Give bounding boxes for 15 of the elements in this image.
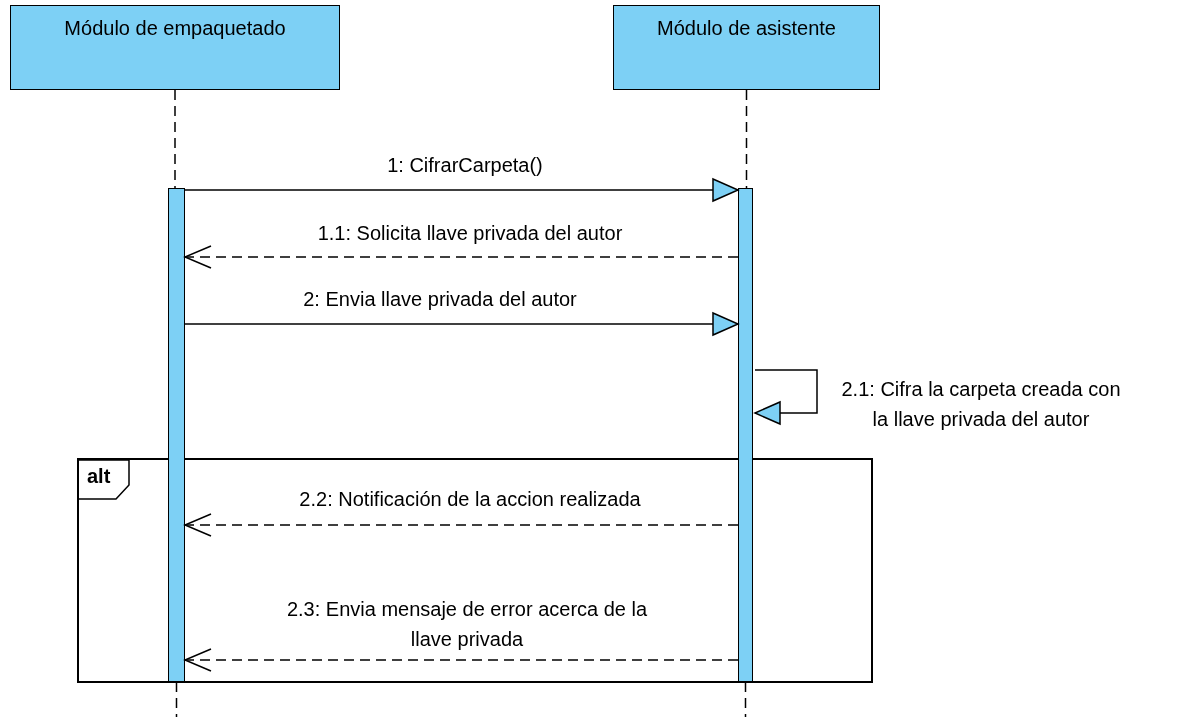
activation-bar (168, 188, 185, 682)
lifeline (745, 89, 748, 189)
lifeline-header (10, 5, 340, 90)
message-arrow (184, 245, 739, 269)
message-arrow (184, 648, 739, 672)
frame-operator: alt (87, 466, 111, 486)
lifeline-header (613, 5, 880, 90)
self-message-arrow (754, 369, 818, 425)
participant-name: Módulo de asistente (657, 16, 836, 41)
message-arrow (184, 178, 739, 202)
participant-name: Módulo de empaquetado (64, 16, 286, 41)
activation-bar (738, 188, 753, 682)
message-arrow (184, 312, 739, 336)
message-arrow (184, 513, 739, 537)
lifeline (174, 89, 176, 189)
